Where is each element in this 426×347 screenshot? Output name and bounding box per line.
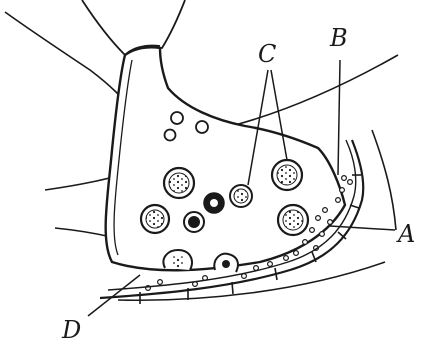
vesicle (141, 205, 169, 233)
label-d: D (61, 316, 81, 344)
label-a: A (396, 220, 415, 248)
vesicle (184, 212, 204, 232)
leader-a (330, 226, 395, 230)
vesicle (230, 185, 252, 207)
synaptic-terminal (106, 47, 345, 270)
label-b: B (329, 24, 348, 52)
vesicle (272, 160, 302, 190)
leader-b (338, 60, 340, 175)
label-c: C (258, 40, 276, 68)
vesicle (204, 193, 224, 213)
vesicle (278, 205, 308, 235)
axon (82, 0, 185, 55)
vesicle (164, 168, 194, 198)
